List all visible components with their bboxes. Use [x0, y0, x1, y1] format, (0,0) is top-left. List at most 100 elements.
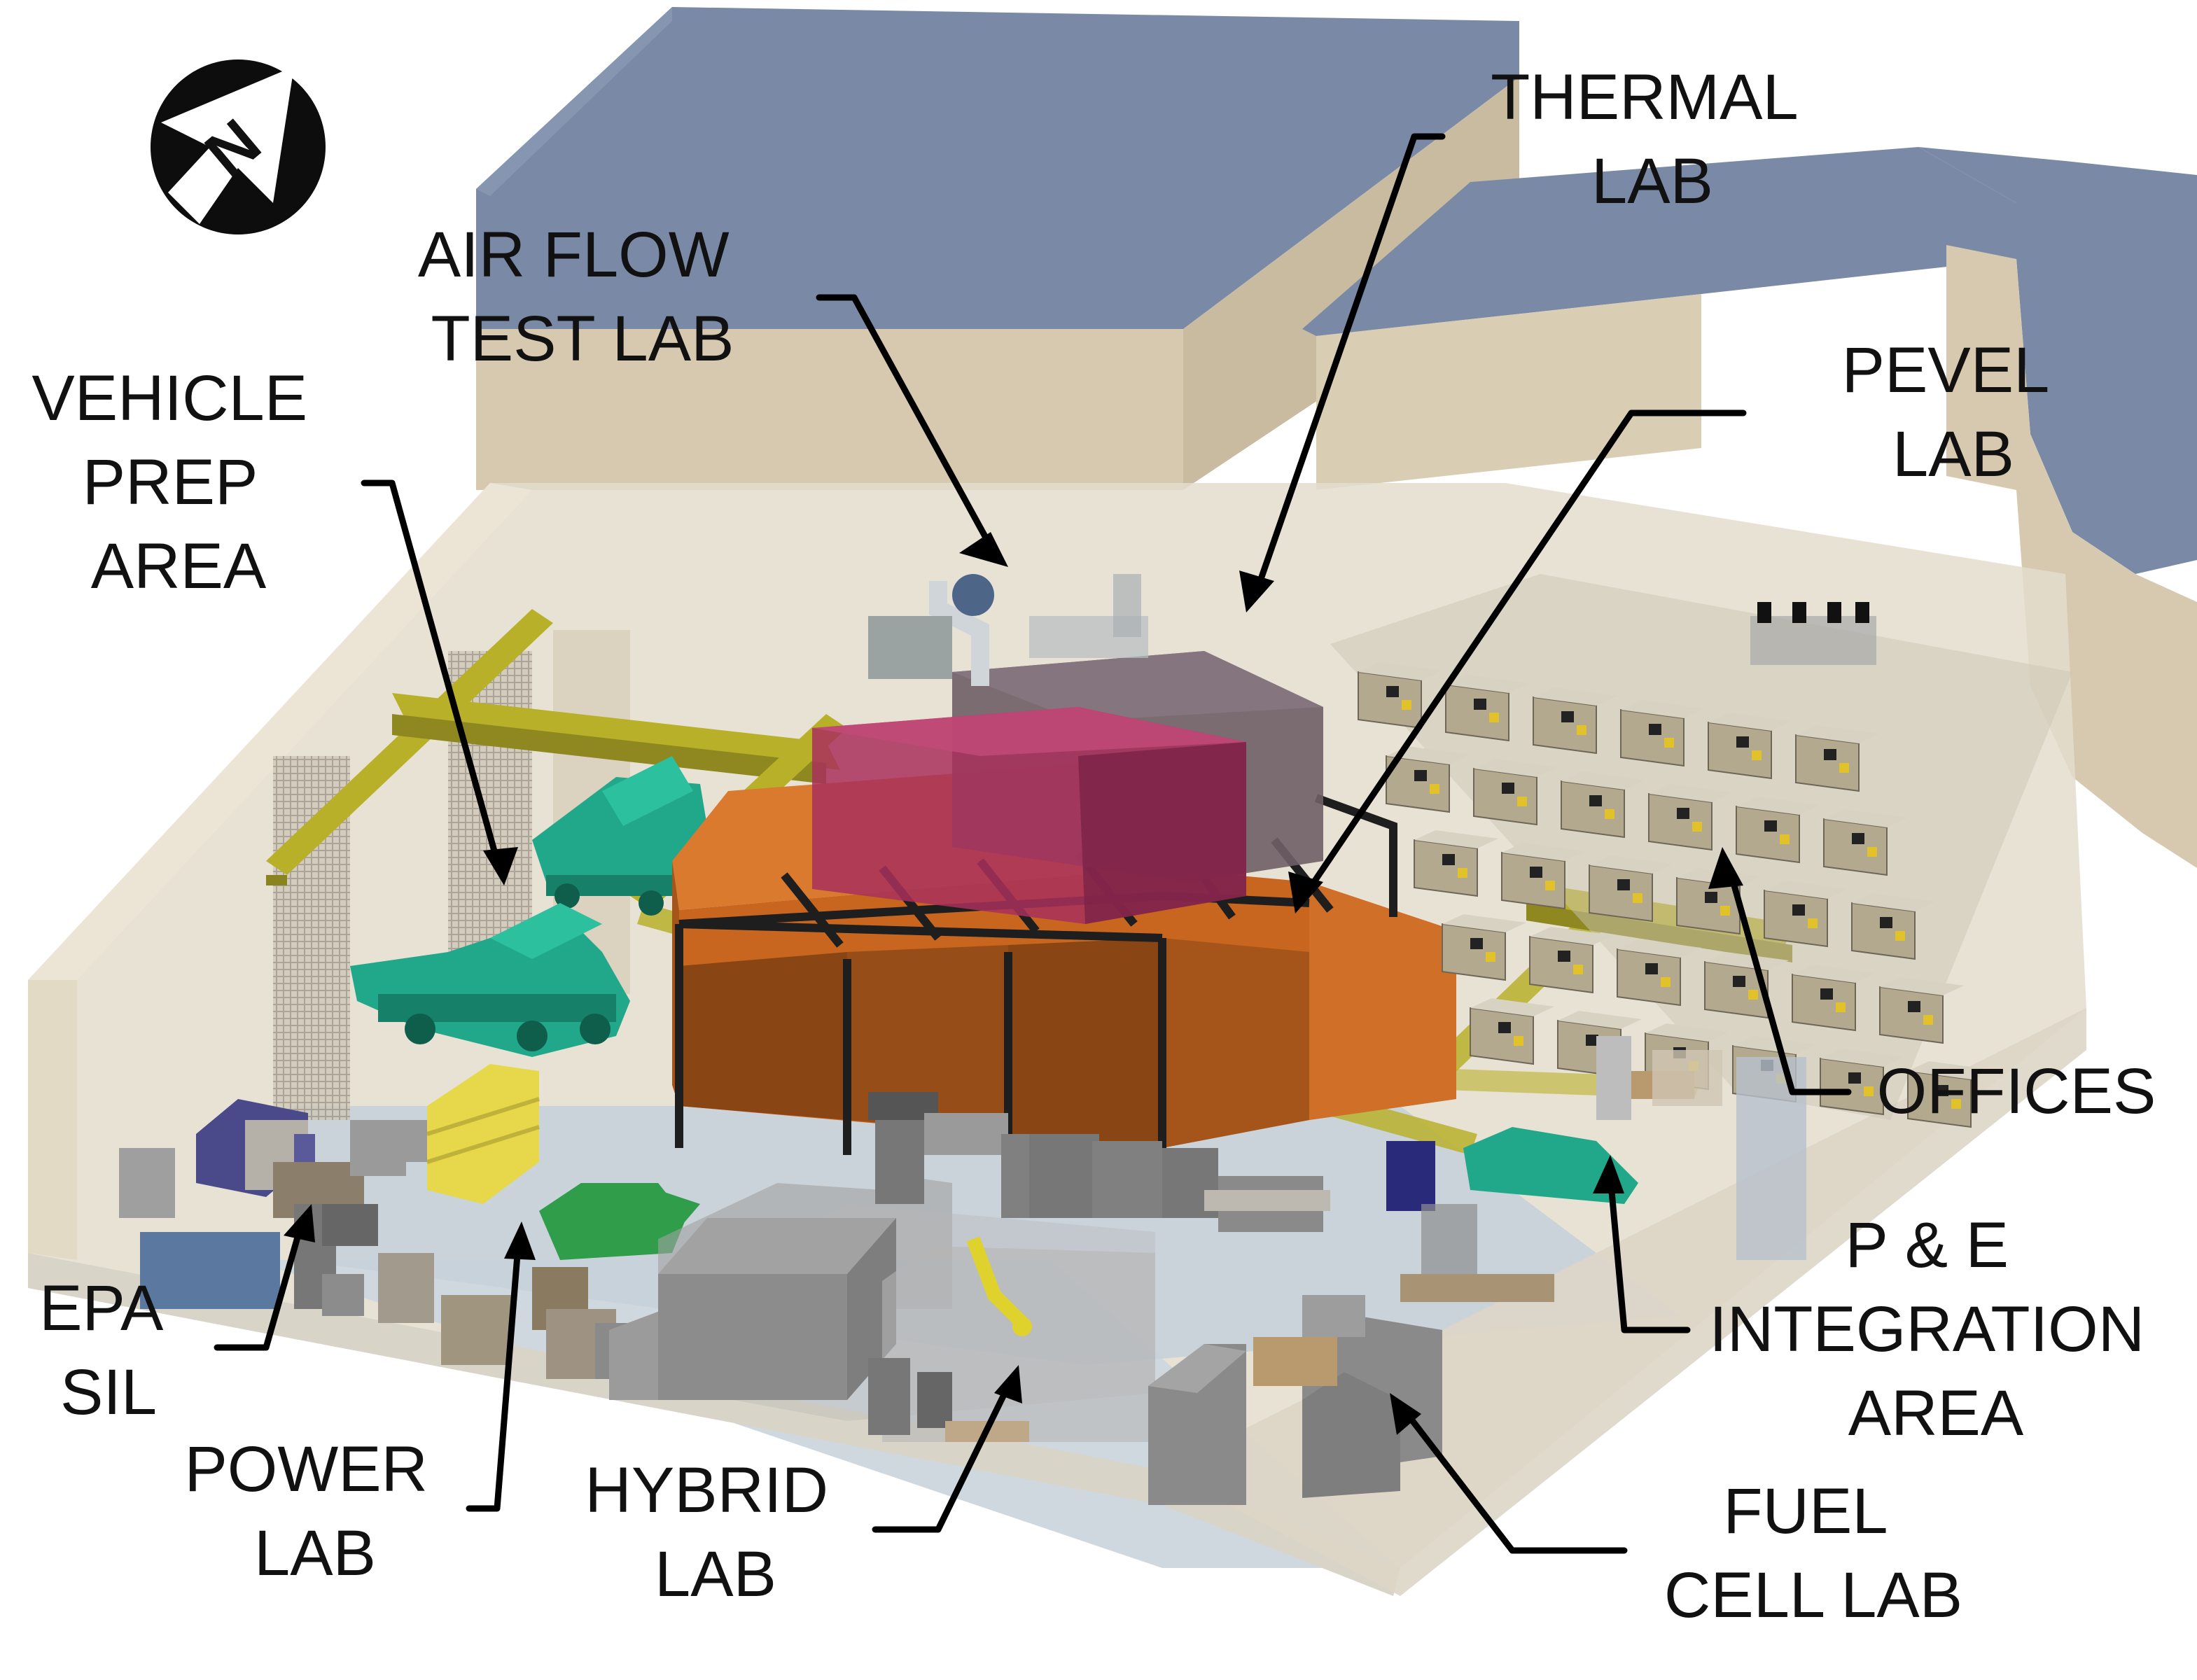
cubicle-top — [1386, 746, 1470, 764]
chair-icon — [1430, 784, 1439, 794]
label-power-lab: POWER LAB — [184, 1434, 445, 1589]
monitor-icon — [1677, 808, 1689, 819]
monitor-icon — [1848, 1072, 1861, 1084]
cubicle — [1529, 935, 1593, 994]
chair-icon — [1808, 918, 1818, 928]
monitor-icon — [1470, 938, 1483, 949]
monitor-icon — [1586, 1035, 1598, 1046]
label-epa-sil: EPA SIL — [39, 1273, 178, 1428]
cubicle — [1795, 734, 1860, 792]
cubicle — [1792, 973, 1856, 1032]
arrowhead-fuel-cell-lab — [1390, 1393, 1421, 1435]
adjacent-building-left — [476, 7, 1519, 490]
cubicle-top — [1880, 977, 1964, 995]
leader-offices — [1726, 864, 1852, 1096]
label-vehicle-prep-area-line1: VEHICLE — [32, 363, 307, 434]
cubicle-top — [1470, 998, 1554, 1016]
chair-icon — [1692, 822, 1702, 832]
chair-icon — [1633, 893, 1642, 903]
cubicle-top — [1474, 759, 1558, 777]
cubicle-top — [1792, 965, 1876, 983]
cubicle — [1561, 780, 1625, 839]
cubicle — [1620, 708, 1685, 767]
monitor-icon — [1617, 879, 1630, 890]
monitor-icon — [1589, 795, 1602, 806]
cubicle — [1823, 818, 1888, 876]
cubicle-top — [1852, 893, 1936, 911]
monitor-icon — [1414, 770, 1427, 781]
label-pe-integration-area-line3: AREA — [1848, 1378, 2024, 1449]
cubicle-top — [1589, 855, 1673, 874]
cubicle-top — [1358, 662, 1442, 680]
label-air-flow-test-lab-line1: AIR FLOW — [418, 219, 730, 290]
cubicle — [1736, 805, 1800, 864]
monitor-icon — [1824, 749, 1836, 760]
cubicle-top — [1908, 1061, 1992, 1079]
cubicle-top — [1414, 830, 1498, 848]
label-pe-integration-area-line1: P & E — [1845, 1210, 2009, 1281]
cubicle — [1708, 721, 1772, 780]
cubicle-top — [1621, 700, 1705, 718]
cubicle-top — [1558, 1011, 1642, 1029]
arrowhead-epa-sil — [284, 1204, 315, 1242]
arrowhead-power-lab — [504, 1222, 536, 1260]
label-offices: OFFICES — [1877, 1056, 2156, 1127]
label-hybrid-lab-line1: HYBRID — [585, 1455, 828, 1526]
cubicle — [1358, 671, 1422, 729]
chair-icon — [1895, 931, 1905, 941]
monitor-icon — [1442, 854, 1455, 865]
chair-icon — [1864, 1086, 1874, 1096]
monitor-icon — [1705, 892, 1717, 903]
label-fuel-cell-lab-line1: FUEL — [1723, 1476, 1886, 1547]
leader-vehicle-prep-area — [361, 479, 501, 864]
chair-icon — [1780, 834, 1790, 844]
chair-icon — [1489, 713, 1499, 722]
cubicle — [1764, 889, 1828, 948]
cubicle-top — [1442, 914, 1526, 932]
label-thermal-lab-line1: THERMAL — [1491, 62, 1797, 133]
cubicle — [1617, 948, 1681, 1007]
cubicle-top — [1796, 725, 1880, 743]
label-pe-integration-area-line2: INTEGRATION — [1709, 1294, 2144, 1365]
leader-epa-sil — [214, 1222, 305, 1351]
cubicle — [1473, 767, 1537, 826]
chair-icon — [1839, 763, 1849, 773]
chair-icon — [1720, 906, 1730, 916]
cubicle-top — [1824, 809, 1908, 827]
label-power-lab-line2: LAB — [254, 1518, 376, 1589]
fuel-cell-lab-equipment — [1148, 1274, 1554, 1505]
cubicle-top — [1530, 927, 1614, 945]
monitor-icon — [1502, 783, 1514, 794]
monitor-icon — [1498, 1022, 1511, 1033]
cubicle — [1851, 902, 1916, 960]
chair-icon — [1458, 868, 1467, 878]
monitor-icon — [1558, 951, 1570, 962]
monitor-icon — [1530, 867, 1542, 878]
label-epa-sil-line1: EPA — [39, 1273, 164, 1344]
cubicle-top — [1502, 843, 1586, 861]
chair-icon — [1951, 1099, 1961, 1109]
cubicle — [1442, 923, 1506, 981]
label-pevel-lab-line1: PEVEL — [1842, 335, 2048, 406]
label-thermal-lab-line2: LAB — [1591, 146, 1713, 217]
monitor-icon — [1733, 976, 1745, 987]
cubicle-top — [1533, 687, 1617, 706]
leader-power-lab — [466, 1242, 522, 1512]
leader-hybrid-lab — [872, 1382, 1012, 1533]
arrowhead-hybrid-lab — [994, 1365, 1022, 1404]
chair-icon — [1748, 990, 1758, 1000]
label-offices-line1: OFFICES — [1877, 1056, 2156, 1127]
label-air-flow-test-lab: AIR FLOW TEST LAB — [418, 219, 747, 374]
monitor-icon — [1474, 699, 1486, 710]
chair-icon — [1517, 797, 1527, 806]
cubicle-top — [1617, 939, 1701, 958]
label-power-lab-line1: POWER — [184, 1434, 428, 1505]
cubicle-top — [1705, 952, 1789, 970]
monitor-icon — [1764, 820, 1777, 832]
cubicle-top — [1645, 1023, 1729, 1042]
cubicle — [1879, 986, 1944, 1044]
cubicle — [1501, 851, 1565, 910]
monitor-icon — [1852, 833, 1864, 844]
cubicle-top — [1561, 771, 1645, 790]
